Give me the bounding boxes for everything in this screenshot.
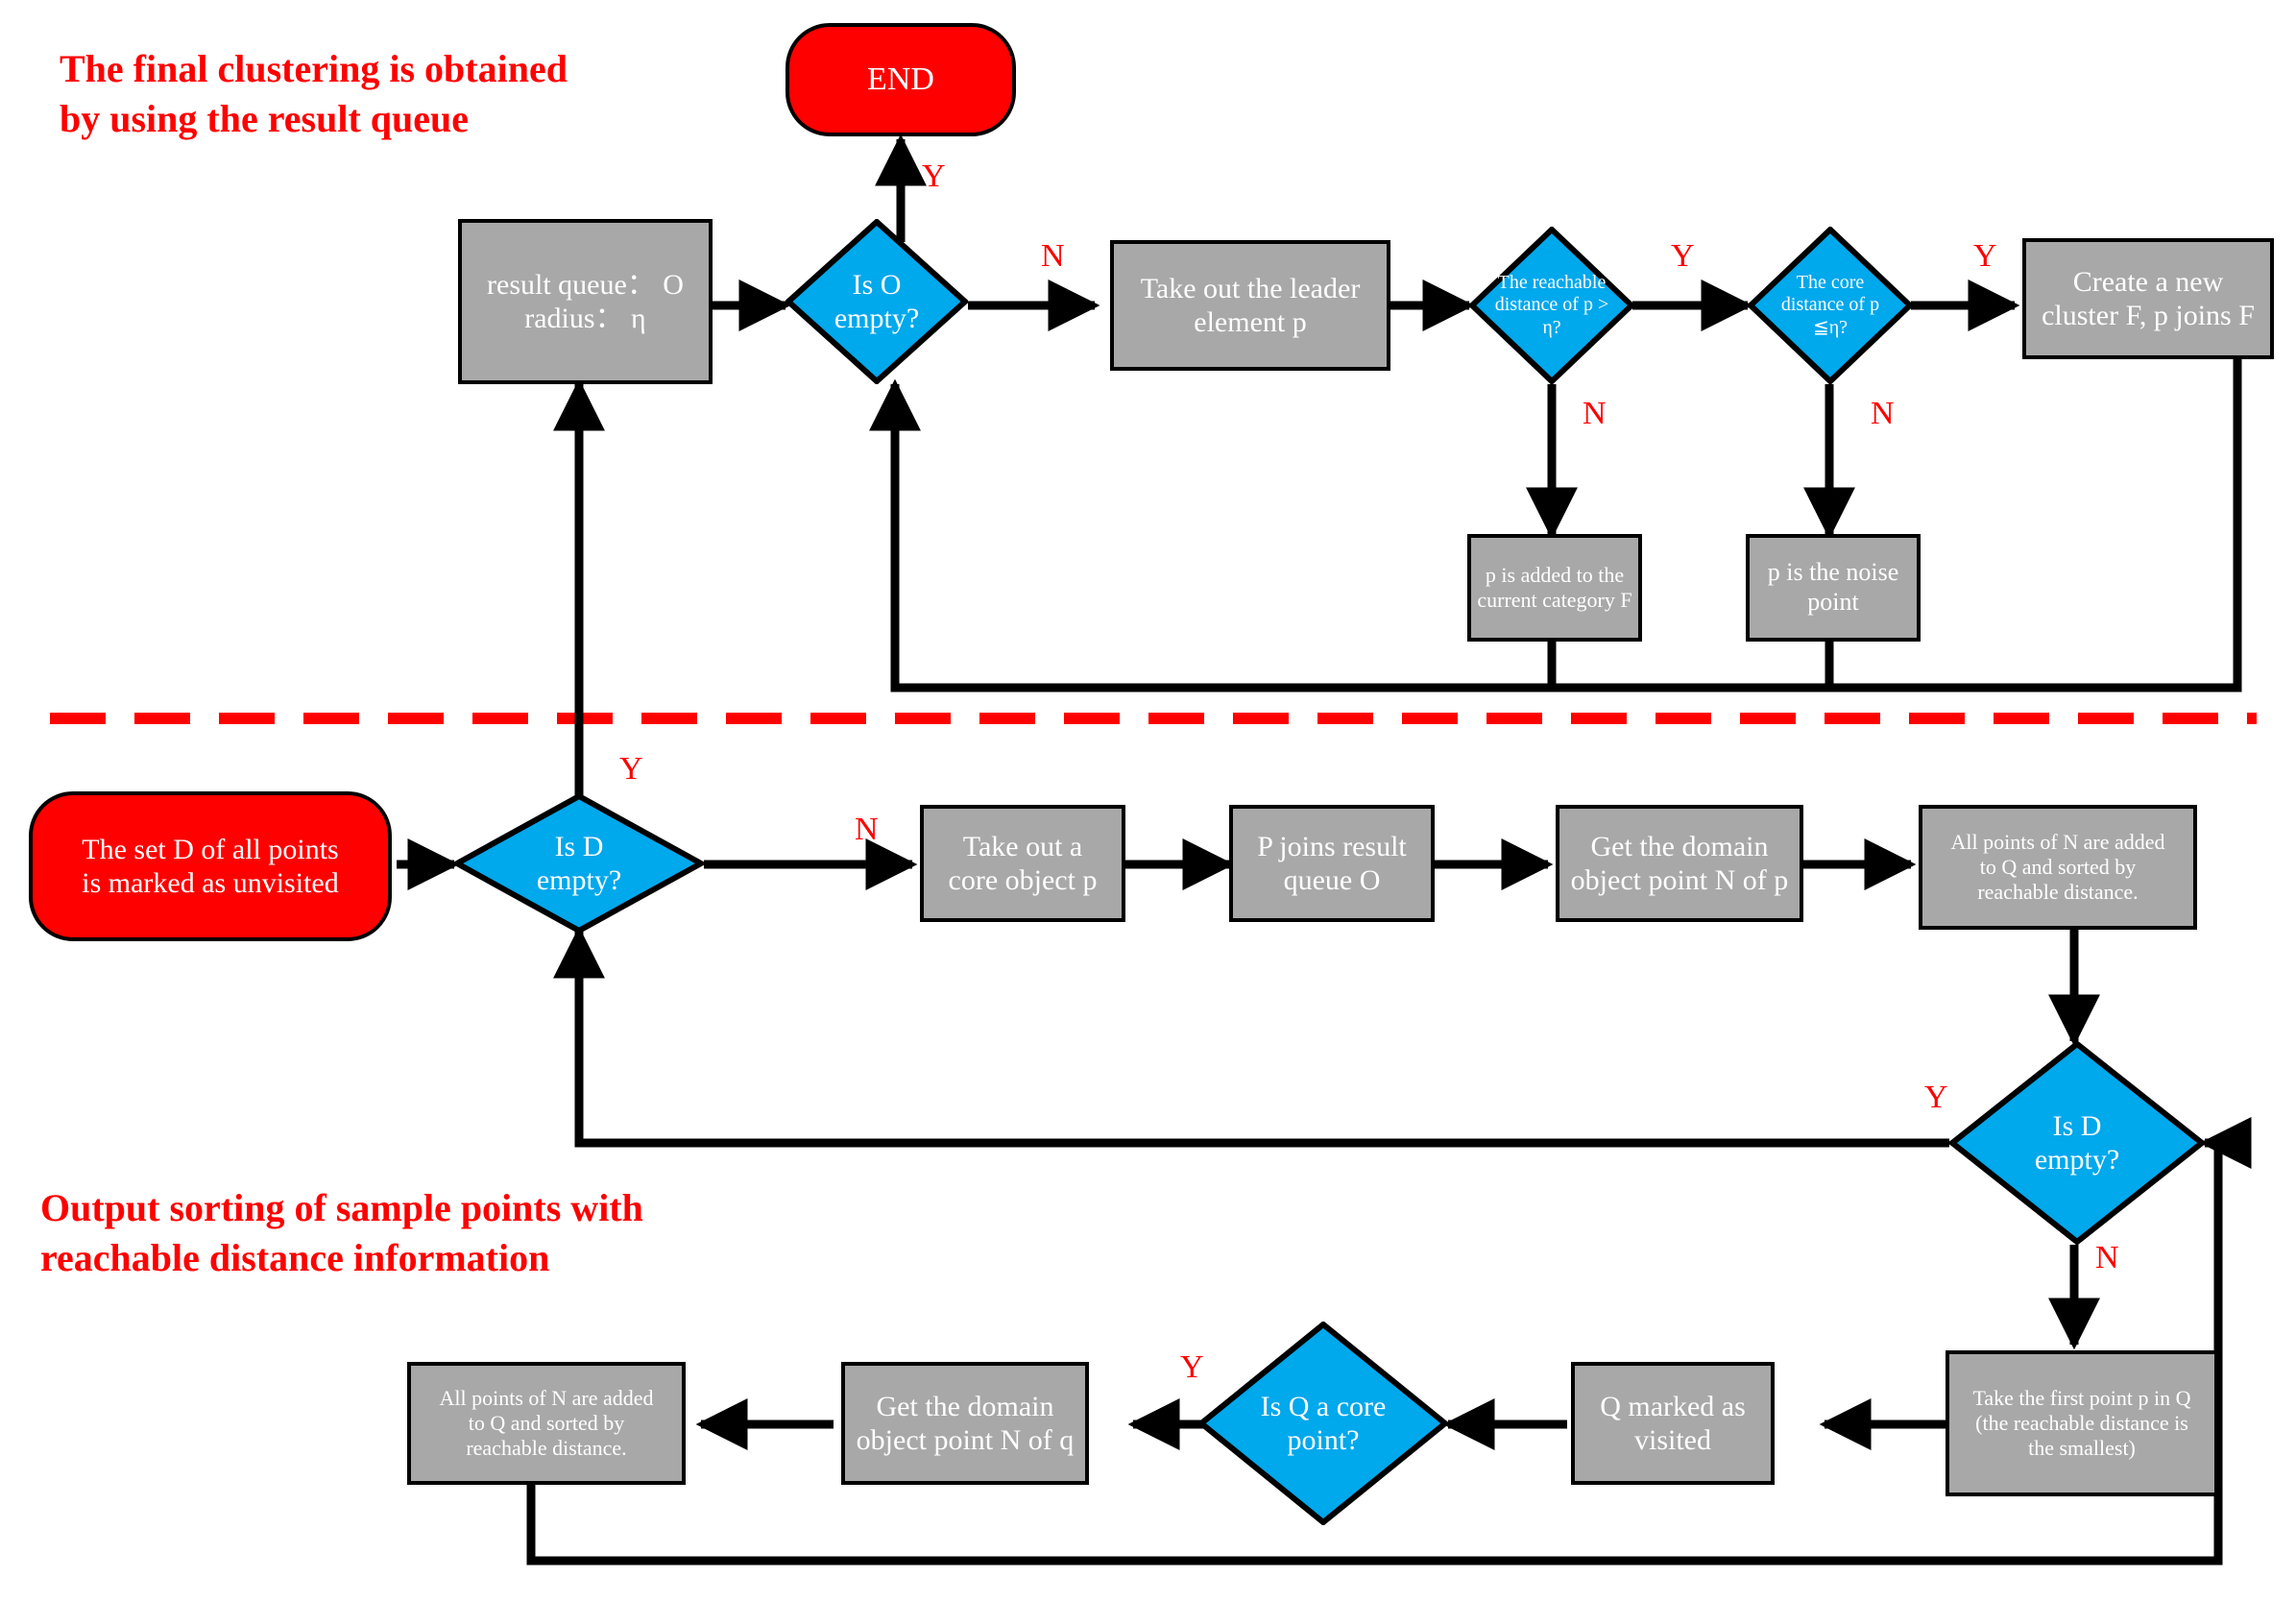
node-q-marked-visited: Q marked as visited: [1571, 1362, 1775, 1485]
node-set-d-label: The set D of all points is marked as unv…: [82, 833, 339, 899]
node-is-d-empty-2: Is D empty?: [1949, 1041, 2205, 1245]
node-get-domain-q-label: Get the domain object point N of q: [856, 1390, 1075, 1456]
node-get-domain-object-q: Get the domain object point N of q: [841, 1362, 1089, 1485]
diamond-shape: [1949, 1041, 2205, 1245]
node-p-noise-label: p is the noise point: [1767, 558, 1899, 616]
node-reachable-distance-gt-eta: The reachable distance of p > η?: [1469, 227, 1634, 384]
node-all-points-n-2-label: All points of N are added to Q and sorte…: [439, 1386, 654, 1460]
node-p-added-current-category: p is added to the current category F: [1467, 534, 1642, 642]
node-q-marked-label: Q marked as visited: [1600, 1390, 1746, 1456]
node-is-q-core-point: Is Q a core point?: [1198, 1322, 1448, 1525]
node-p-added-label: p is added to the current category F: [1477, 563, 1632, 612]
branch-label-y-core: Y: [1973, 238, 1997, 274]
branch-label-y-isd2: Y: [1924, 1080, 1948, 1115]
node-take-first-point-label: Take the first point p in Q (the reachab…: [1972, 1386, 2191, 1460]
diamond-shape: [1748, 227, 1913, 384]
node-result-queue: result queue： O radius： η: [458, 219, 713, 384]
node-core-distance-label: The core distance of p ≦η?: [1780, 271, 1880, 338]
node-reachable-distance-label: The reachable distance of p > η?: [1494, 271, 1609, 338]
node-all-points-n-added-1: All points of N are added to Q and sorte…: [1919, 805, 2197, 930]
node-is-o-empty-label: Is O empty?: [834, 268, 920, 334]
node-is-o-empty: Is O empty?: [785, 219, 968, 384]
node-p-joins-result-queue: P joins result queue O: [1229, 805, 1435, 922]
branch-label-n-core: N: [1871, 396, 1895, 431]
branch-label-n-isd2: N: [2095, 1240, 2119, 1275]
node-p-joins-label: P joins result queue O: [1257, 830, 1407, 896]
branch-label-y-end: Y: [922, 158, 946, 194]
branch-label-n-leader: N: [1041, 238, 1065, 274]
branch-label-y-isd1: Y: [619, 751, 643, 787]
node-end: END: [785, 23, 1016, 136]
node-get-domain-object-p: Get the domain object point N of p: [1556, 805, 1803, 922]
branch-label-n-isd1: N: [855, 812, 879, 847]
diamond-shape: [1469, 227, 1634, 384]
node-is-d-empty-1-label: Is D empty?: [536, 830, 622, 896]
node-all-points-n-added-2: All points of N are added to Q and sorte…: [407, 1362, 686, 1485]
node-all-points-n-1-label: All points of N are added to Q and sorte…: [1950, 830, 2165, 904]
node-take-leader-label: Take out the leader element p: [1140, 272, 1361, 338]
node-create-cluster-label: Create a new cluster F, p joins F: [2042, 265, 2255, 331]
annotation-bottom-output-sorting: Output sorting of sample points with rea…: [40, 1186, 643, 1279]
node-p-is-noise-point: p is the noise point: [1746, 534, 1921, 642]
node-end-label: END: [867, 61, 934, 97]
node-take-leader: Take out the leader element p: [1110, 240, 1390, 371]
node-set-d-unvisited: The set D of all points is marked as unv…: [29, 791, 392, 941]
annotation-top-clustering: The final clustering is obtained by usin…: [60, 47, 568, 140]
branch-label-y-isqcore: Y: [1180, 1349, 1204, 1385]
diamond-shape: [1198, 1322, 1448, 1525]
node-is-d-empty-1: Is D empty?: [454, 793, 704, 934]
node-get-domain-p-label: Get the domain object point N of p: [1570, 830, 1789, 896]
node-is-q-core-label: Is Q a core point?: [1260, 1390, 1387, 1456]
node-take-core-object: Take out a core object p: [920, 805, 1125, 922]
branch-label-n-reach: N: [1583, 396, 1607, 431]
node-is-d-empty-2-label: Is D empty?: [2034, 1109, 2120, 1176]
wire-isdempty2-to-isdempty1: [553, 926, 1949, 1148]
node-core-distance-le-eta: The core distance of p ≦η?: [1748, 227, 1913, 384]
node-result-queue-label: result queue： O radius： η: [487, 268, 684, 334]
node-take-core-label: Take out a core object p: [948, 830, 1098, 896]
diamond-shape: [454, 793, 704, 934]
node-take-first-point-q: Take the first point p in Q (the reachab…: [1946, 1350, 2218, 1496]
node-create-cluster: Create a new cluster F, p joins F: [2022, 238, 2274, 359]
branch-label-y-reach: Y: [1671, 238, 1695, 274]
diamond-shape: [785, 219, 968, 384]
